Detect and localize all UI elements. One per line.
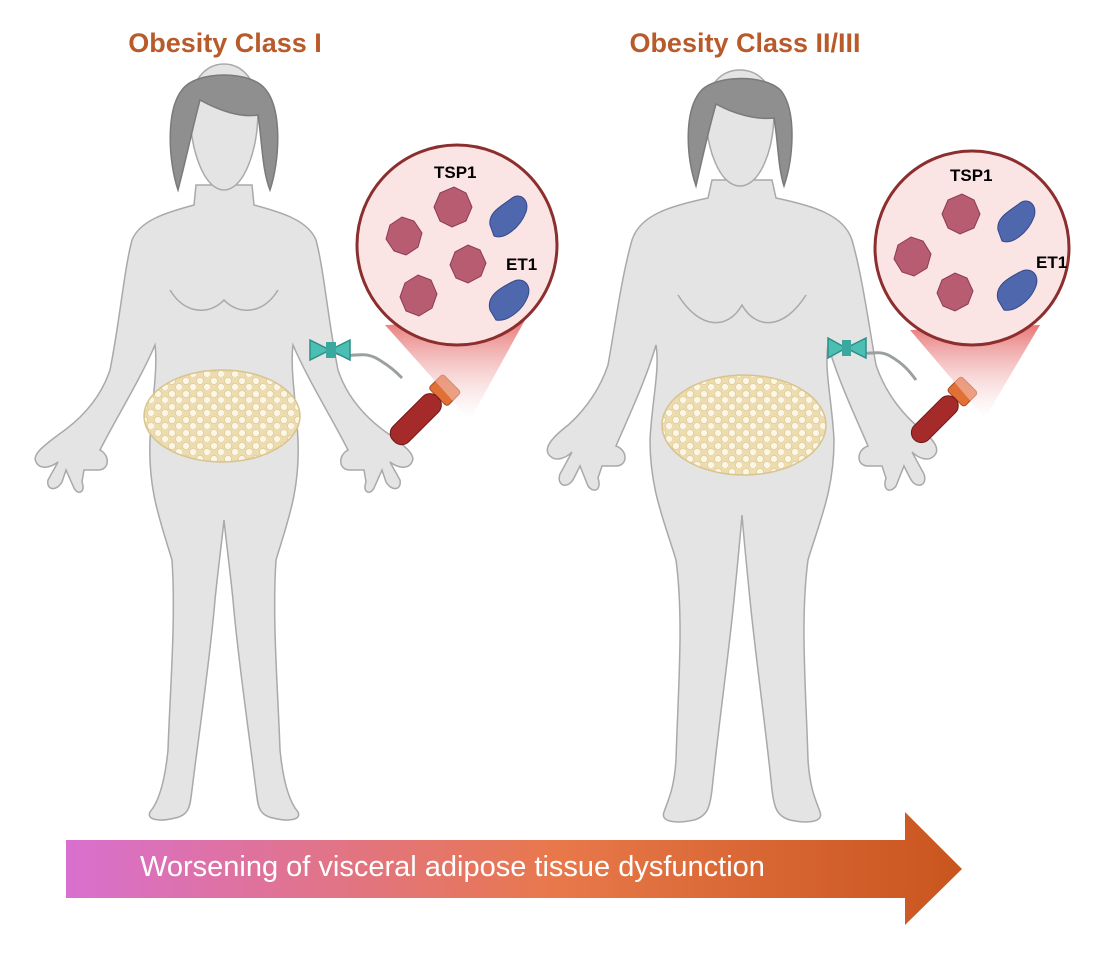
et1-protein-icon: [997, 200, 1036, 243]
left-et1-label: ET1: [506, 255, 538, 274]
right-needle-hub: [842, 340, 851, 356]
right-zoom-beam: [910, 325, 1040, 418]
tsp1-protein-icon: [433, 186, 473, 228]
left-tsp1-label: TSP1: [434, 163, 477, 182]
left-zoom-beam: [385, 320, 525, 420]
left-needle-hub: [326, 342, 336, 358]
tsp1-protein-icon: [399, 274, 438, 317]
left-chest-line: [169, 289, 279, 311]
left-tsp1-proteins: [385, 186, 487, 317]
right-panel-title: Obesity Class II/III: [629, 28, 861, 58]
progression-arrow: [66, 812, 962, 925]
tsp1-protein-icon: [936, 272, 974, 312]
left-hair: [169, 74, 279, 193]
right-zoom-circle: [873, 149, 1071, 347]
left-body-figure: [34, 63, 414, 821]
tsp1-protein-icon: [449, 244, 487, 284]
left-blood-draw: [309, 320, 525, 446]
et1-protein-icon: [996, 269, 1038, 311]
et1-protein-icon: [488, 279, 530, 321]
right-hair: [687, 77, 793, 189]
right-body-silhouette: [546, 179, 938, 823]
left-visceral-fat: [143, 369, 301, 463]
right-et1-label: ET1: [1036, 253, 1068, 272]
tsp1-protein-icon: [893, 236, 932, 277]
right-chest-line: [677, 294, 807, 324]
left-et1-proteins: [488, 195, 530, 321]
right-visceral-fat: [661, 374, 827, 476]
tsp1-protein-icon: [385, 216, 423, 256]
left-blood-tube: [389, 393, 442, 446]
tsp1-protein-icon: [941, 193, 981, 235]
et1-protein-icon: [489, 195, 528, 238]
right-tsp1-proteins: [893, 193, 981, 312]
left-body-silhouette: [34, 184, 414, 821]
right-tsp1-label: TSP1: [950, 166, 993, 185]
left-zoom-circle: [355, 143, 559, 347]
right-blood-tube: [910, 395, 959, 444]
right-et1-proteins: [996, 200, 1038, 311]
progression-arrow-label: Worsening of visceral adipose tissue dys…: [140, 851, 765, 883]
left-panel-title: Obesity Class I: [128, 28, 322, 58]
right-blood-draw: [827, 325, 1040, 444]
right-body-figure: [546, 69, 938, 823]
